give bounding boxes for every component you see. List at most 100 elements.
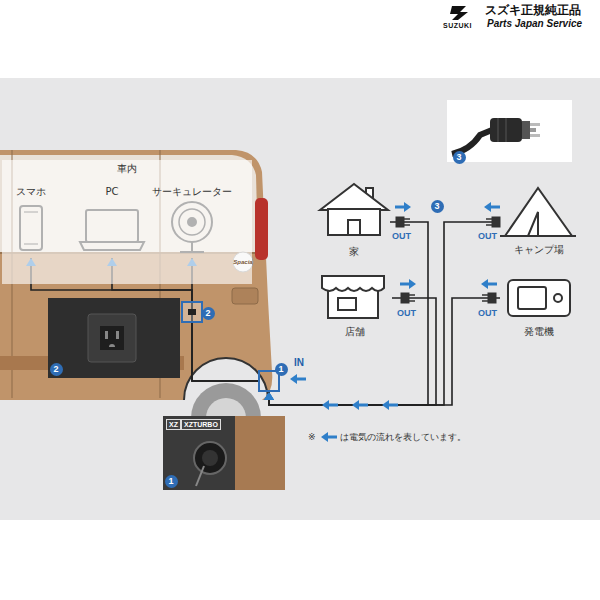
- flow-arrow: [382, 400, 389, 410]
- source-icons: [320, 184, 576, 318]
- brand-name: SUZUKI: [443, 21, 472, 30]
- flow-arrow: [481, 279, 488, 289]
- source-label: 発電機: [524, 326, 554, 338]
- legend-arrow-sample: [321, 432, 337, 442]
- source-node: 店舗: [318, 268, 392, 340]
- inset-photo-plug: [506, 118, 507, 142]
- callout-number: 1: [165, 475, 178, 488]
- source-icons: [508, 280, 570, 316]
- flow-arrow: [328, 404, 338, 407]
- outlet-marker: [182, 302, 202, 322]
- plug-symbol: [396, 217, 500, 303]
- source-node: キャンプ場: [500, 182, 578, 258]
- inset-photo-inlet: [235, 416, 285, 490]
- legend-arrow-sample: [328, 436, 337, 439]
- inset-photo-outlet: [48, 298, 180, 378]
- out-label: OUT: [478, 231, 497, 242]
- outlet-marker: [182, 302, 202, 322]
- car-badge: Spacia: [231, 258, 255, 266]
- callout-number: 2: [202, 307, 215, 320]
- device-node: サーキュレーター: [148, 186, 236, 258]
- flow-arrow: [487, 283, 497, 286]
- power-cable: [264, 298, 436, 405]
- plug-symbol: [492, 217, 500, 227]
- flow-arrow: [409, 279, 416, 289]
- inset-photo-outlet: [116, 331, 119, 339]
- header-subtitle: Parts Japan Service: [487, 18, 582, 30]
- source-icons: [322, 276, 384, 291]
- source-icons: [518, 287, 546, 309]
- source-icons: [328, 209, 380, 235]
- inset-photo-inlet: [202, 450, 218, 466]
- out-label: OUT: [478, 308, 497, 319]
- inset-photo-outlet: [109, 344, 115, 347]
- grade-tag: XZTURBO: [181, 419, 221, 430]
- inset-photo-outlet: [88, 314, 136, 362]
- plug-symbol: [404, 218, 410, 220]
- device-label: サーキュレーター: [152, 186, 232, 198]
- plug-symbol: [396, 217, 404, 227]
- callout-number: 3: [453, 151, 466, 164]
- plug-symbol: [409, 294, 415, 296]
- source-node: 家: [318, 182, 390, 260]
- inlet-label: IN: [294, 357, 304, 369]
- source-icons: [338, 298, 356, 310]
- device-node: スマホ: [8, 186, 54, 258]
- car-illustration: [232, 288, 258, 304]
- note-mark: ※: [308, 431, 316, 443]
- flow-arrow: [296, 378, 306, 381]
- area-heading: 車内: [117, 163, 137, 175]
- cable-line: [269, 298, 436, 405]
- flow-arrow: [290, 202, 500, 410]
- inset-photo-plug: [530, 128, 536, 132]
- flow-arrow: [322, 400, 329, 410]
- source-icons: [500, 235, 576, 237]
- power-cable: [264, 222, 500, 405]
- out-label: OUT: [392, 231, 411, 242]
- outlet-marker: [188, 309, 196, 315]
- device-node: PC: [78, 186, 146, 258]
- callout-number: 1: [275, 363, 288, 376]
- cable-line: [269, 222, 500, 405]
- flow-arrow: [490, 206, 500, 209]
- car-illustration: [0, 150, 272, 453]
- inset-photo-plug: [522, 121, 530, 139]
- source-icons: [320, 184, 388, 210]
- device-label: スマホ: [16, 186, 46, 198]
- flow-arrow: [484, 202, 491, 212]
- source-icons: [505, 188, 572, 236]
- power-cable: [264, 222, 428, 405]
- source-label: 店舗: [345, 326, 365, 338]
- grade-tag: XZ: [166, 419, 181, 430]
- flow-arrow: [395, 206, 405, 209]
- inset-photo-plug: [490, 118, 522, 142]
- source-icons: [348, 220, 360, 235]
- out-label: OUT: [397, 308, 416, 319]
- inset-photo-plug: [530, 134, 540, 137]
- arrow-head: [264, 392, 274, 400]
- inset-photo-inlet: [163, 416, 285, 490]
- interior-area: 車内スマホ PC サーキュレーター: [2, 160, 252, 284]
- device-label: PC: [105, 186, 118, 198]
- flow-arrow: [290, 374, 297, 384]
- plug-symbol: [486, 218, 492, 220]
- arrow-head: [264, 392, 274, 400]
- inset-photo-plug: [447, 100, 572, 162]
- plug-symbol: [482, 294, 488, 296]
- inset-photo-plug: [530, 123, 540, 126]
- callout-number: 3: [431, 200, 444, 213]
- car-illustration: [0, 150, 272, 400]
- car-illustration: [255, 198, 268, 260]
- source-label: 家: [349, 246, 359, 258]
- inset-photo-plug: [498, 118, 499, 142]
- inset-photo-outlet: [105, 331, 108, 339]
- cable-line: [269, 222, 428, 405]
- legend-text: は電気の流れを表しています。: [340, 431, 466, 443]
- car-illustration: [184, 358, 268, 400]
- inset-photo-inlet: [196, 466, 204, 486]
- plug-symbol: [482, 300, 488, 302]
- plug-symbol: [401, 293, 409, 303]
